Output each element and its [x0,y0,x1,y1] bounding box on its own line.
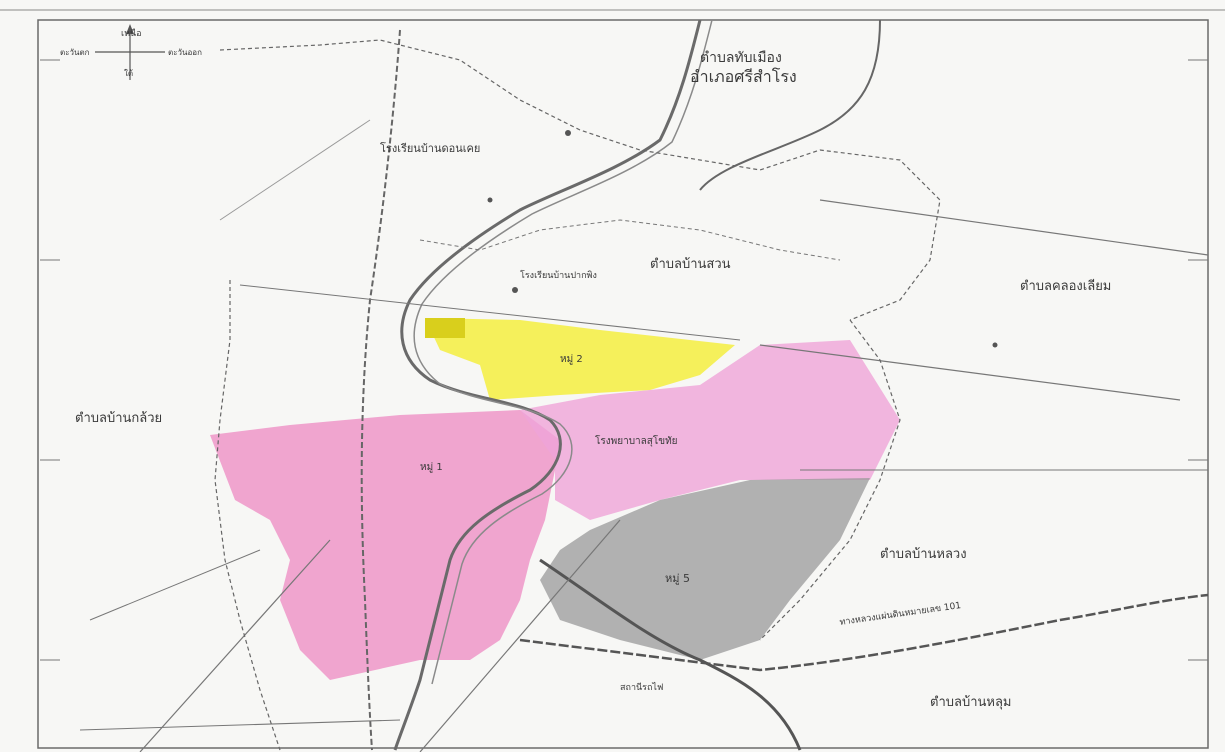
admin-boundary-center [419,219,841,261]
boundary-east-1 [759,344,1181,401]
label-school-center: โรงเรียนบ้านปากพิง [520,270,597,281]
landmark-dot-4 [992,342,998,348]
highway-north-south [360,29,401,751]
compass-east-label: ตะวันออก [168,48,202,57]
compass-rose [95,24,165,80]
gray-zone [540,478,870,660]
label-hospital: โรงพยาบาลสุโขทัย [595,434,678,447]
landmark-dot-3 [487,197,493,203]
pink-zone-west [210,410,560,680]
grid-mark-right [1188,59,1208,661]
label-tambon-north: ตำบลทับเมือง [700,50,782,66]
compass-south-label: ใต้ [124,69,133,78]
compass-north-label: เหนือ [121,28,142,39]
highway-101 [539,558,802,751]
label-moo-yellow: หมู่ 2 [560,354,583,365]
label-tambon-east: ตำบลคลองเลียม [1020,278,1111,294]
diagonal-northwest [219,119,371,221]
admin-boundary-north [219,39,941,321]
river-parallel [413,19,713,685]
label-highway: ทางหลวงแผ่นดินหมายเลข 101 [839,600,962,628]
label-moo-pink: หมู่ 1 [420,462,443,473]
boundary-south-1 [79,719,401,731]
landmark-dot-2 [512,287,518,293]
admin-boundary-east [759,319,901,641]
label-school-north: โรงเรียนบ้านดอนเคย [380,141,480,155]
label-station: สถานีรถไฟ [620,682,663,693]
yellow-zone-dark-corner [425,318,465,338]
landmark-dot-1 [565,130,571,136]
diagonal-west [139,539,331,752]
label-tambon-west: ตำบลบ้านกล้วย [75,411,162,426]
boundary-east-2 [819,199,1209,256]
diagonal-west-2 [89,549,261,621]
label-tambon-southeast: ตำบลบ้านหลวง [880,547,967,562]
boundary-east-3 [239,284,741,341]
label-tambon-center: ตำบลบ้านสวน [650,257,731,272]
label-tambon-south: ตำบลบ้านหลุม [930,695,1012,710]
yellow-zone [425,318,735,400]
label-amphoe-north: อำเภอศรีสำโรง [690,67,797,86]
diagonal-center [419,519,621,752]
compass-west-label: ตะวันตก [60,48,90,57]
pink-zone-east [520,340,900,520]
admin-boundary-west [214,280,281,751]
map-frame [37,19,1209,749]
label-moo-gray: หมู่ 5 [665,572,690,585]
grid-mark-left [40,59,60,661]
rail-line [519,593,1209,672]
road-northeast [699,19,881,191]
